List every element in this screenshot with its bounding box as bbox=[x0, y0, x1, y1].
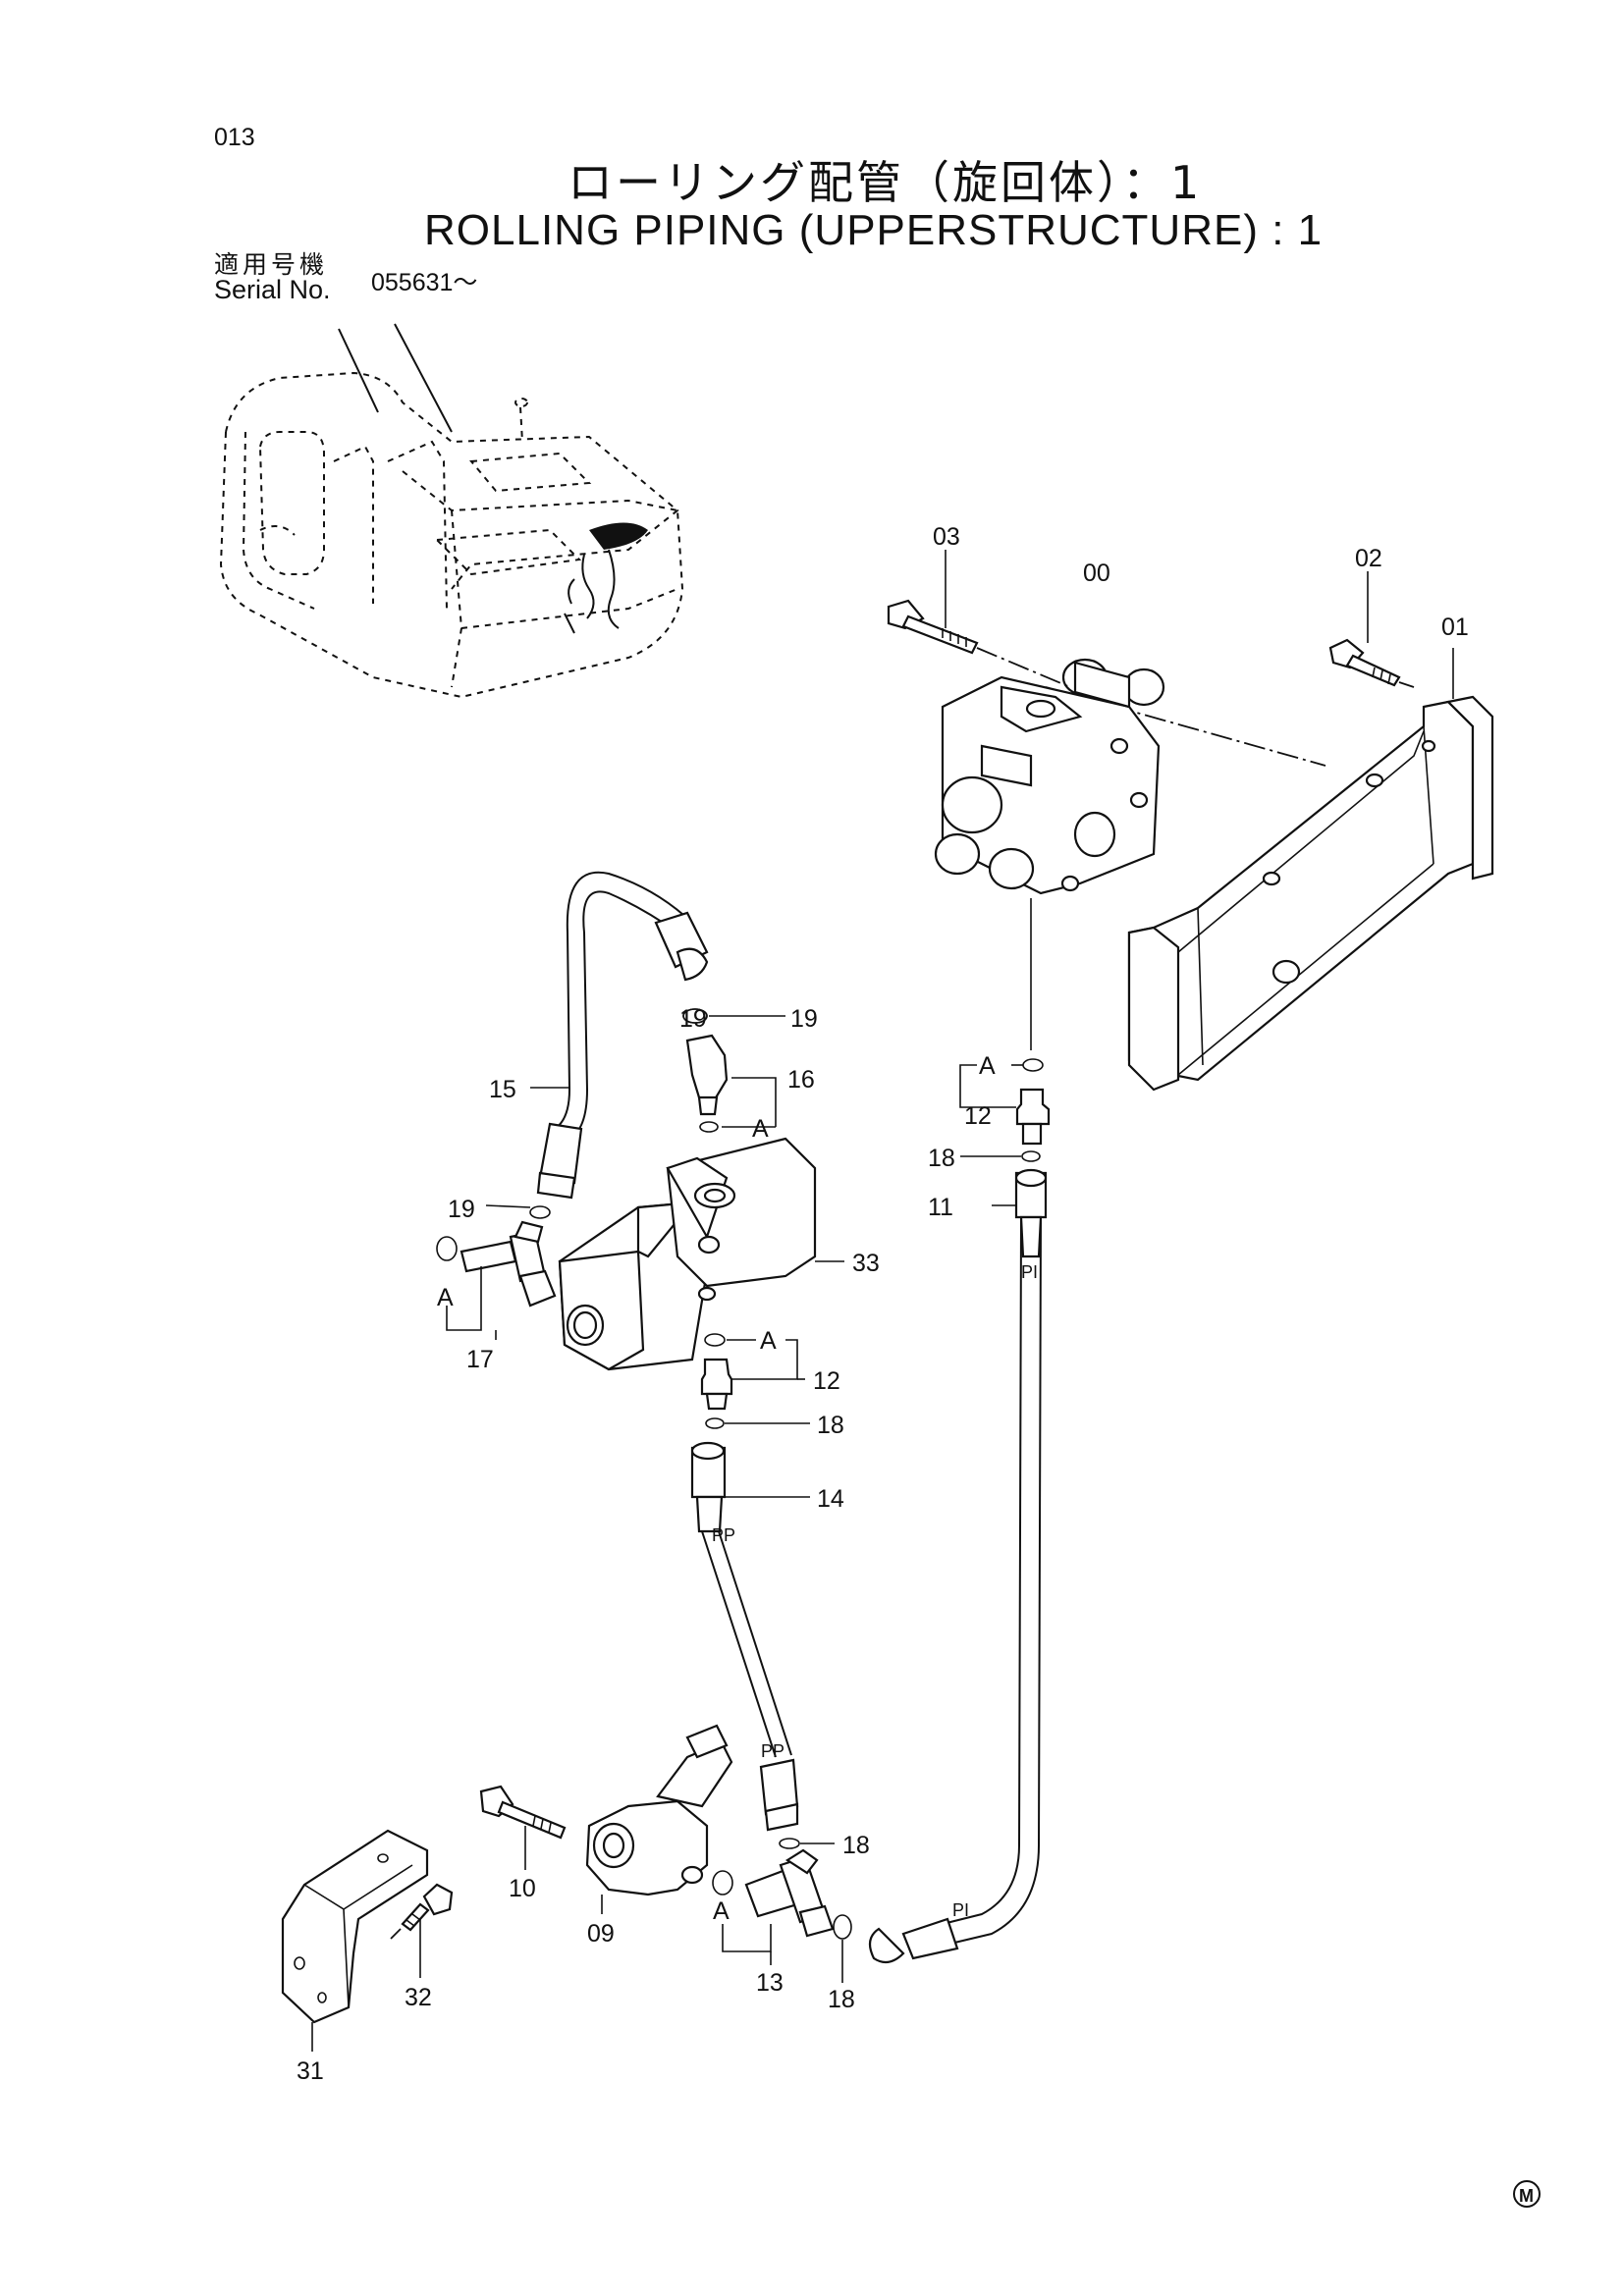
page-number: 013 bbox=[214, 124, 255, 151]
elbow-fitting-16 bbox=[682, 1008, 729, 1133]
bolt-32 bbox=[390, 1883, 454, 1978]
tee-fitting-17 bbox=[436, 1205, 557, 1308]
callout-02: 02 bbox=[1355, 545, 1382, 572]
callout-11: 11 bbox=[928, 1194, 953, 1221]
callout-19-top: 19 bbox=[790, 1005, 818, 1033]
callout-33: 33 bbox=[852, 1250, 880, 1277]
callout-31: 31 bbox=[297, 2057, 324, 2085]
serial-label-english: Serial No. bbox=[214, 275, 331, 304]
callout-12-top: 12 bbox=[964, 1102, 992, 1130]
bolt-03 bbox=[887, 550, 1071, 688]
callout-15: 15 bbox=[489, 1076, 516, 1103]
callout-18-top: 18 bbox=[928, 1145, 955, 1172]
reference-labels: A A A A A bbox=[437, 1052, 996, 1925]
bolt-10 bbox=[479, 1785, 567, 1870]
callout-01: 01 bbox=[1441, 614, 1469, 641]
port-pi-top: PI bbox=[1021, 1262, 1038, 1282]
title-japanese: ローリング配管（旋回体）：1 bbox=[568, 156, 1203, 209]
callout-03: 03 bbox=[933, 523, 960, 551]
ref-a-left: A bbox=[437, 1284, 454, 1311]
fitting-12-mid bbox=[700, 1333, 733, 1429]
pump-33 bbox=[558, 1137, 817, 1371]
callout-14: 14 bbox=[817, 1485, 844, 1513]
title-english: ROLLING PIPING (UPPERSTRUCTURE) : 1 bbox=[424, 206, 1324, 254]
valve-assembly-00 bbox=[934, 658, 1326, 1050]
callout-13: 13 bbox=[756, 1969, 784, 1997]
bolt-02 bbox=[1328, 571, 1415, 688]
callout-18-low: 18 bbox=[842, 1832, 870, 1859]
bracket-31 bbox=[281, 1829, 429, 2052]
port-labels: PI PI PP PP bbox=[712, 1262, 1038, 1920]
callout-32: 32 bbox=[405, 1984, 432, 2011]
fitting-12-top bbox=[1015, 1058, 1051, 1162]
callout-labels: 03 00 02 01 19 19 15 16 12 18 11 19 33 1… bbox=[297, 523, 1469, 2085]
circled-m-mark: M bbox=[1513, 2180, 1541, 2208]
callout-19-left: 19 bbox=[448, 1196, 475, 1223]
ref-a-mid: A bbox=[752, 1115, 769, 1143]
callout-10: 10 bbox=[509, 1875, 536, 1902]
callout-09: 09 bbox=[587, 1920, 615, 1948]
hose-11-pi bbox=[868, 1168, 1048, 1964]
valve-09 bbox=[585, 1724, 733, 1896]
serial-label-japanese: 適用号機 bbox=[214, 250, 329, 279]
callout-18-bot: 18 bbox=[828, 1986, 855, 2013]
hose-14-pp bbox=[690, 1441, 800, 1849]
ref-a-bottom: A bbox=[713, 1897, 730, 1925]
tee-fitting-13 bbox=[712, 1848, 852, 1940]
serial-number-range: 055631～ bbox=[371, 269, 478, 296]
callout-19-top: 19 bbox=[679, 1005, 707, 1033]
ref-a-top: A bbox=[979, 1052, 996, 1080]
excavator-overview-illustration bbox=[219, 323, 684, 699]
callout-17: 17 bbox=[466, 1346, 494, 1373]
port-pp-top: PP bbox=[712, 1525, 735, 1545]
hose-15 bbox=[536, 871, 709, 1200]
leader-lines bbox=[446, 1008, 1023, 1983]
bracket-plate-01 bbox=[1127, 648, 1494, 1092]
mark-letter: M bbox=[1519, 2186, 1534, 2206]
callout-16: 16 bbox=[787, 1066, 815, 1094]
callout-00: 00 bbox=[1083, 560, 1110, 587]
port-pi-bottom: PI bbox=[952, 1900, 969, 1920]
port-pp-bottom: PP bbox=[761, 1741, 784, 1761]
callout-12-mid: 12 bbox=[813, 1367, 840, 1395]
callout-18-mid: 18 bbox=[817, 1412, 844, 1439]
ref-a-pump: A bbox=[760, 1327, 777, 1355]
